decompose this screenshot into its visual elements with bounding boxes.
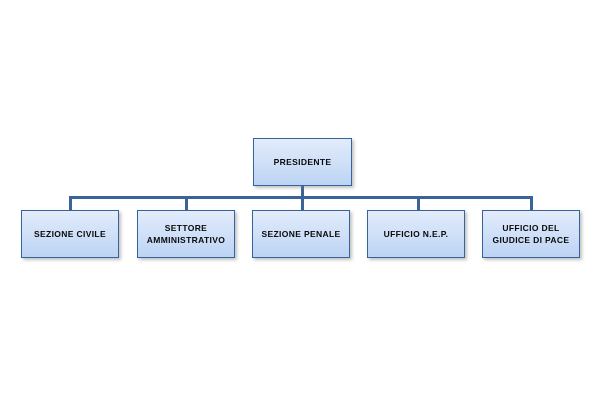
connector-drop-1 — [69, 196, 72, 210]
org-node-sezione-penale[interactable]: SEZIONE PENALE — [252, 210, 350, 258]
org-node-settore-amministrativo[interactable]: SETTORE AMMINISTRATIVO — [137, 210, 235, 258]
org-node-label: SEZIONE CIVILE — [34, 229, 106, 239]
org-node-label: SETTORE AMMINISTRATIVO — [146, 223, 226, 245]
org-node-label: UFFICIO DEL GIUDICE DI PACE — [492, 223, 570, 245]
org-node-label: UFFICIO N.E.P. — [383, 229, 449, 239]
org-node-ufficio-nep[interactable]: UFFICIO N.E.P. — [367, 210, 465, 258]
connector-drop-5 — [530, 196, 533, 210]
org-node-ufficio-giudice-di-pace[interactable]: UFFICIO DEL GIUDICE DI PACE — [482, 210, 580, 258]
org-node-label: SEZIONE PENALE — [261, 229, 341, 239]
connector-drop-3 — [301, 196, 304, 210]
org-node-presidente[interactable]: PRESIDENTE — [253, 138, 352, 186]
org-node-sezione-civile[interactable]: SEZIONE CIVILE — [21, 210, 119, 258]
connector-drop-2 — [185, 196, 188, 210]
connector-drop-4 — [417, 196, 420, 210]
org-node-label: PRESIDENTE — [273, 157, 332, 167]
connector-root-stem — [301, 186, 304, 198]
